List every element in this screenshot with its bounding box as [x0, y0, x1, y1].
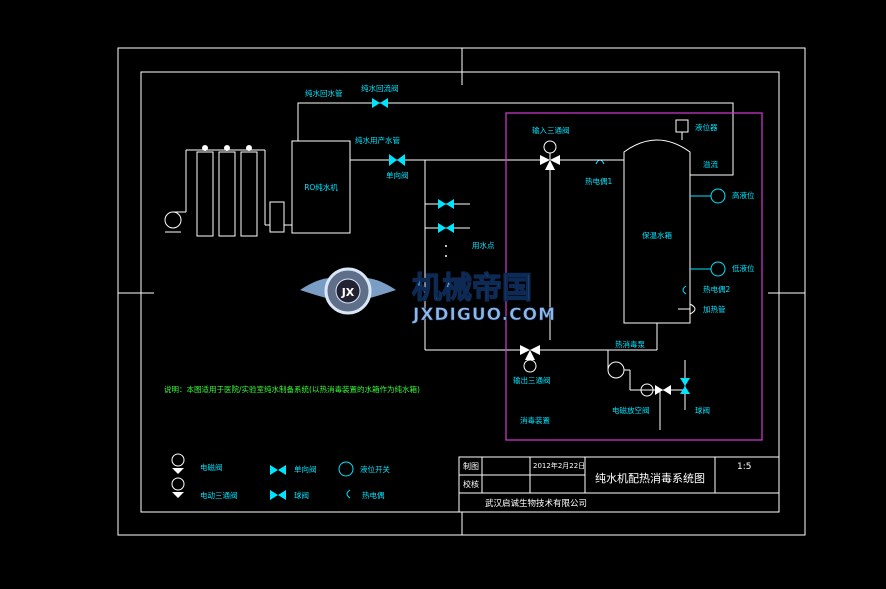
- legend: 电磁阀 电动三通阀 单向阀 球阀 液位开关 热电偶: [171, 453, 390, 500]
- check-valve-label: 单向阀: [386, 170, 409, 180]
- return-pipe: 纯水回水管 纯水回流阀: [297, 83, 734, 176]
- ball-valve-drain-label: 球阀: [695, 405, 710, 415]
- legend-ball-valve: 球阀: [294, 490, 309, 500]
- checked-by-label: 校核: [463, 479, 479, 489]
- storage-tank-label: 保温水箱: [642, 230, 672, 240]
- output-pipe: [350, 159, 623, 351]
- watermark-logo: JX: [300, 267, 396, 315]
- outlet-three-way-valve-icon: [520, 345, 540, 373]
- storage-tank: [623, 119, 691, 324]
- outlet-three-way-valve-label: 输出三通阀: [513, 375, 551, 385]
- drawing-date: 2012年2月22日: [533, 461, 585, 470]
- title-block: [458, 456, 780, 513]
- drawing-scale: 1:5: [737, 462, 751, 472]
- solenoid-drain-valve-icon: [640, 378, 690, 397]
- inlet-three-way-valve-label: 输入三通阀: [532, 125, 570, 135]
- disinfection-unit-label: 消毒装置: [520, 415, 550, 425]
- return-pipe-label: 纯水回水管: [305, 88, 343, 98]
- legend-solenoid-valve: 电磁阀: [200, 462, 223, 472]
- inlet-three-way-valve-icon: [540, 140, 624, 340]
- filter-valve-heads: [202, 145, 252, 151]
- legend-level-switch: 液位开关: [360, 464, 390, 474]
- thermocouple-2-label: 热电偶2: [703, 284, 730, 294]
- return-valve-label: 纯水回流阀: [361, 83, 399, 93]
- output-pipe-label: 纯水用产水管: [355, 135, 400, 145]
- note-text: 说明：本图适用于医院/实验室纯水制备系统(以热消毒装置的水箱作为纯水箱): [164, 384, 420, 394]
- watermark-domain: JXDIGUO.COM: [412, 305, 556, 325]
- level-meter-label: 液位器: [695, 122, 718, 132]
- low-level-label: 低液位: [732, 263, 755, 273]
- legend-motor-three-way-valve: 电动三通阀: [200, 490, 238, 500]
- check-valve-icon: [389, 154, 405, 166]
- drawn-by-label: 制图: [463, 461, 479, 471]
- legend-check-valve: 单向阀: [294, 464, 317, 474]
- thermocouple-1-label: 热电偶1: [585, 176, 612, 186]
- drawing-title: 纯水机配热消毒系统图: [595, 471, 705, 485]
- return-valve-icon: [372, 98, 388, 108]
- heat-pump-label: 热消毒泵: [615, 339, 645, 349]
- level-switch-icon: [690, 188, 726, 277]
- watermark-name: 机械帝国: [412, 271, 532, 306]
- high-level-label: 高液位: [732, 190, 755, 200]
- company-name: 武汉启诚生物技术有限公司: [485, 498, 587, 509]
- heating-pipe-icon: [678, 303, 696, 315]
- pretreatment-filters: [164, 149, 292, 237]
- heating-pipe-label: 加热管: [703, 304, 726, 314]
- ro-machine-label: RO纯水机: [304, 182, 338, 192]
- solenoid-drain-valve-label: 电磁放空阀: [612, 405, 650, 415]
- use-point-valves: [425, 199, 470, 257]
- svg-text:JX: JX: [341, 286, 355, 299]
- overflow-label: 溢流: [703, 159, 718, 169]
- legend-thermocouple: 热电偶: [362, 490, 385, 500]
- ro-machine: RO纯水机: [291, 140, 351, 234]
- use-point-label: 用水点: [472, 240, 495, 250]
- disinfection-unit-box: [505, 112, 763, 441]
